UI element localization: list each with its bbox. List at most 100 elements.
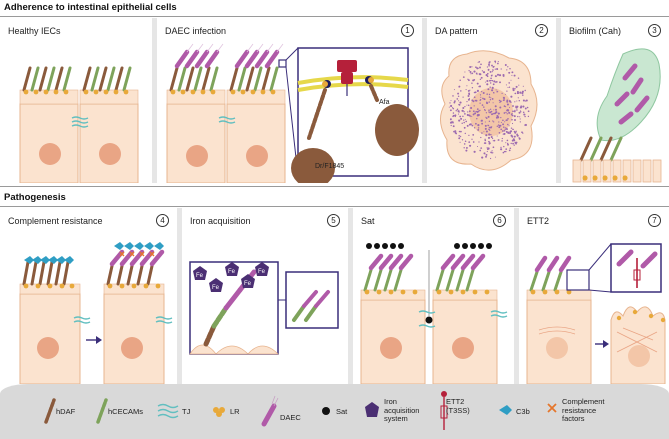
da-bacterium-dot [523,113,526,116]
panel-title: DAEC infection [165,26,227,36]
da-bacterium-dot [497,61,499,63]
panel-title: Healthy IECs [8,26,61,36]
da-bacterium-dot [497,139,499,141]
da-bacterium-dot [463,143,466,145]
biofilm-illustration [572,48,662,183]
da-bacterium-dot [526,106,529,109]
da-bacterium-dot [485,112,488,114]
da-bacterium-dot [453,101,456,104]
da-bacterium-dot [468,134,470,137]
da-bacterium-dot [514,88,516,90]
da-bacterium-dot [499,81,501,84]
da-bacterium-dot [462,115,464,118]
da-bacterium-dot [457,95,460,98]
da-bacterium-dot [471,138,473,140]
da-bacterium-dot [502,119,504,122]
da-bacterium-dot [506,90,508,92]
da-bacterium-dot [473,70,476,73]
da-bacterium-dot [512,110,514,113]
da-bacterium-dot [448,106,450,108]
da-bacterium-dot [485,155,487,158]
da-bacterium-dot [480,76,483,79]
da-bacterium-dot [477,113,480,117]
da-bacterium-dot [511,74,513,76]
da-bacterium-dot [452,107,454,109]
da-bacterium-dot [503,132,506,135]
da-bacterium-dot [509,132,511,135]
da-bacterium-dot [518,111,521,114]
cell-left [19,89,79,183]
da-bacterium-dot [497,116,500,119]
da-bacterium-dot [452,95,454,97]
da-bacterium-dot [454,114,457,117]
da-bacterium-dot [478,60,481,63]
da-bacterium-dot [497,112,500,115]
da-bacterium-dot [466,124,469,127]
da-bacterium-dot [487,136,491,139]
da-bacterium-dot [454,100,456,102]
da-bacterium-dot [473,127,476,129]
da-bacterium-dot [472,110,475,113]
da-bacterium-dot [489,99,492,101]
da-bacterium-dot [459,141,461,143]
panel-title: ETT2 [527,216,550,226]
da-bacterium-dot [488,101,490,103]
da-bacterium-dot [504,93,506,95]
da-bacterium-dot [488,133,491,136]
inset-label-afa: Afa [379,99,390,106]
da-bacterium-dot [492,120,494,122]
da-bacterium-dot [510,142,512,145]
fe-label: Fe [212,285,220,291]
da-bacterium-dot [502,133,504,135]
da-bacterium-dot [512,128,514,131]
iron-system-icons: Fe Fe Fe Fe Fe [193,262,269,292]
da-bacterium-dot [485,130,488,133]
da-bacterium-dot [468,141,471,143]
da-bacterium-dot [513,139,516,142]
da-bacterium-dot [511,113,513,115]
panel-healthy-iecs: Healthy IECs [0,18,157,183]
da-bacterium-dot [503,98,505,100]
da-bacterium-dot [487,147,490,150]
legend-item-hceacams: hCECAMs [92,384,162,439]
da-bacterium-dot [472,100,475,103]
sat-illustration [360,243,508,384]
da-bacterium-dot [512,89,515,92]
da-bacterium-dot [489,129,491,131]
da-bacterium-dot [480,63,482,66]
legend-item-ett2: ETT2 (T3SS) [436,384,496,439]
da-bacterium-dot [456,108,459,110]
da-bacterium-dot [503,105,506,107]
section-divider [0,186,669,187]
da-bacterium-dot [515,105,517,107]
panel-title: Sat [361,216,375,226]
da-bacterium-dot [514,101,516,103]
da-bacterium-dot [485,153,488,156]
da-bacterium-dot [460,117,463,120]
legend-item-complement-factors: Complement resistance factors [544,384,644,439]
section-divider [0,16,669,17]
da-bacterium-dot [477,124,480,127]
da-bacterium-dot [489,108,492,110]
da-bacterium-dot [471,87,474,89]
da-bacterium-dot [479,102,481,104]
da-bacterium-dot [506,113,508,115]
da-bacterium-dot [449,109,452,112]
da-bacterium-dot [503,130,506,132]
da-bacterium-dot [498,99,501,102]
panel-number-badge: 6 [493,214,506,227]
da-bacterium-dot [471,66,473,68]
da-bacterium-dot [497,91,499,93]
daec-bacterium-icon [261,395,279,427]
da-bacterium-dot [511,122,514,125]
da-bacterium-dot [469,89,471,91]
healthy-cells-illustration [19,66,139,183]
panel-number-badge: 2 [535,24,548,37]
da-bacterium-dot [503,99,505,102]
da-bacterium-dot [486,150,488,153]
complement-factor-icon [547,403,557,413]
da-bacterium-dot [486,66,489,68]
da-bacterium-dot [506,69,508,71]
da-bacterium-dot [501,137,503,140]
da-bacterium-dot [516,90,519,93]
